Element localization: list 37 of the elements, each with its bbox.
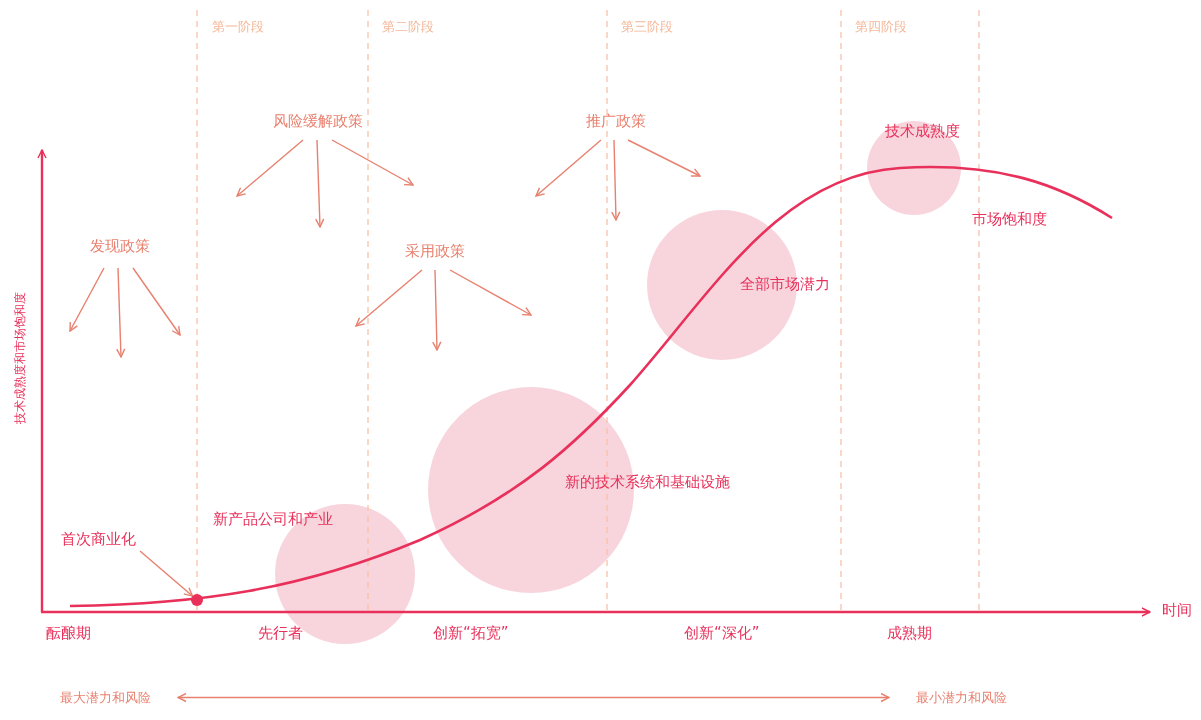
arrow: [315, 139, 325, 228]
axis-label: 技术成熟度和市场饱和度: [13, 292, 27, 424]
arrow: [535, 139, 602, 197]
arrow: [611, 139, 621, 221]
arrow: [116, 267, 126, 358]
policy-label: 风险缓解政策: [259, 111, 377, 140]
phase-label: 酝酿期: [46, 622, 91, 644]
arrow: [331, 139, 414, 186]
arrow: [449, 269, 532, 316]
arrow: [139, 550, 194, 597]
bubble-label: 全部市场潜力: [740, 274, 830, 295]
stage-label: 第三阶段: [621, 17, 673, 36]
phase-label: 成熟期: [887, 622, 932, 644]
callout-label: 首次商业化: [52, 529, 144, 551]
stage-label: 第二阶段: [382, 17, 434, 36]
range-arrow: [177, 692, 890, 703]
curve-label: 市场饱和度: [972, 208, 1047, 230]
point-marker: [191, 594, 203, 606]
arrow: [355, 269, 423, 327]
arrow: [236, 139, 304, 197]
policy-label: 采用政策: [397, 241, 473, 270]
policy-label: 推广政策: [578, 111, 654, 140]
axis-label: 时间: [1162, 599, 1192, 621]
arrow: [627, 139, 701, 177]
phase-label: 先行者: [258, 622, 303, 644]
stage-label: 第四阶段: [855, 17, 907, 36]
phase-label: 创新“深化”: [684, 622, 760, 644]
bubble-label: 新的技术系统和基础设施: [565, 472, 730, 493]
range-label: 最大潜力和风险: [60, 687, 178, 708]
range-label: 最小潜力和风险: [889, 687, 1007, 708]
bubble-label: 新产品公司和产业: [213, 509, 333, 530]
bubble-label: 技术成熟度: [885, 121, 960, 142]
policy-label: 发现政策: [78, 236, 162, 268]
phase-label: 创新“拓宽”: [433, 622, 509, 644]
arrow: [432, 269, 442, 351]
arrow: [132, 267, 181, 336]
arrow: [69, 267, 105, 332]
